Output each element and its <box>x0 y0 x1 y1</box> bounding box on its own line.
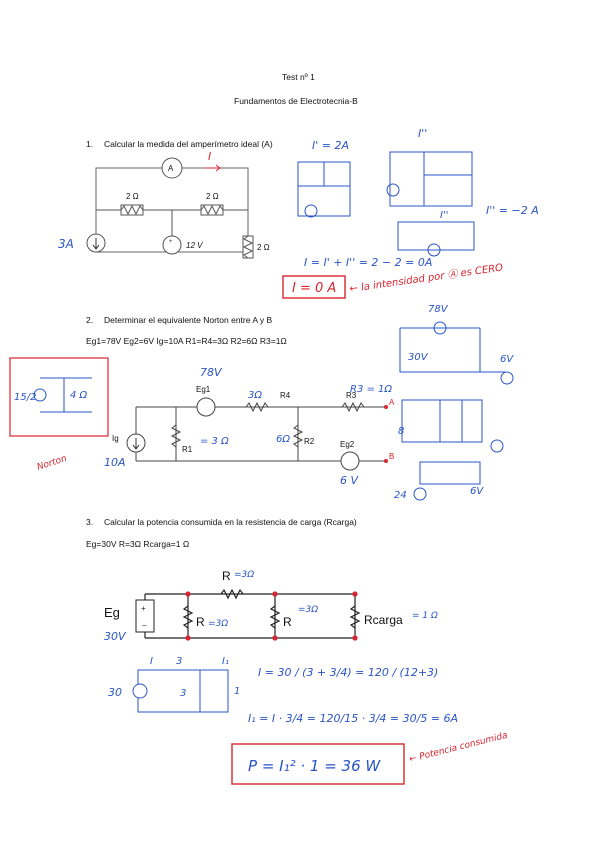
q3-r-top: R <box>222 569 231 583</box>
q1-ammeter-label: A <box>168 164 174 173</box>
q3-result-box <box>231 743 405 785</box>
q2-a: A <box>389 398 395 407</box>
q1-note-circuit-1 <box>297 161 351 218</box>
q2-r3: R3 <box>346 391 357 400</box>
q2-r4: R4 <box>280 391 291 400</box>
q1-r-right: 2 Ω <box>206 192 219 201</box>
q2-r4-val: 3Ω <box>248 390 262 401</box>
q3-rcarga-val: = 1 Ω <box>412 611 438 621</box>
svg-text:+: + <box>169 239 173 245</box>
q1-current-label: I <box>208 150 211 163</box>
q3-note-30: 30 <box>108 686 122 699</box>
q3-text: Calcular la potencia consumida en la res… <box>104 517 357 527</box>
q1-ammeter <box>161 157 183 179</box>
q2-note-24: 24 <box>394 490 407 501</box>
q2-number: 2. <box>86 315 94 325</box>
q3-r-mid2-val: =3Ω <box>298 605 318 615</box>
q2-eg1: Eg1 <box>196 385 211 394</box>
q3-eq2: I₁ = I · 3/4 = 120/15 · 3/4 = 30/5 = 6A <box>248 712 458 725</box>
q2-eg2: Eg2 <box>340 440 355 449</box>
q3-eg: Eg <box>104 605 120 620</box>
q2-note-6v-2: 6V <box>470 486 484 497</box>
q2-note-78v: 78V <box>428 304 449 315</box>
q3-note-I1: I₁ <box>222 656 229 667</box>
q2-terminal-a <box>384 405 388 409</box>
q2-norton-label: Norton <box>36 454 69 473</box>
q2-r2: R2 <box>304 437 315 446</box>
q3-eq1: I = 30 / (3 + 3/4) = 120 / (12+3) <box>258 666 438 679</box>
q2-ig-val: 10A <box>104 456 126 469</box>
q2-norton-box <box>9 357 109 437</box>
q3-note-3a: 3 <box>176 656 182 667</box>
q2-params: Eg1=78V Eg2=6V Ig=10A R1=R4=3Ω R2=6Ω R3=… <box>86 336 287 346</box>
q2-norton-circuit <box>33 377 92 413</box>
q1-r-left: 2 Ω <box>126 192 139 201</box>
q3-eq3: P = I₁² · 1 = 36 W <box>248 757 381 775</box>
q2-eg1-source <box>196 397 216 417</box>
q1-note-i2: I'' <box>418 127 427 140</box>
svg-text:+: + <box>141 604 146 613</box>
q1-note-sum: I = I' + I'' = 2 − 2 = 0A <box>304 256 432 269</box>
q2-r1: R1 <box>182 445 193 454</box>
q2-b: B <box>389 452 394 461</box>
q1-note-circuit-3 <box>397 221 475 257</box>
q1-r-vertical: 2 Ω <box>257 243 270 252</box>
q2-note-circuits <box>399 321 514 501</box>
q2-ig: Ig <box>112 434 119 443</box>
q3-rcarga: Rcarga <box>364 613 403 627</box>
q1-note-i1: I' = 2A <box>312 139 349 152</box>
q2-note-30v: 30V <box>408 352 429 363</box>
q3-r-top-val: =3Ω <box>234 570 254 580</box>
q3-note-I: I <box>150 656 153 667</box>
q2-r2-val: 6Ω <box>276 434 290 445</box>
q3-note-3b: 3 <box>180 688 186 699</box>
q1-voltage-source: + <box>162 235 182 255</box>
q3-eg-val: 30V <box>104 630 127 643</box>
q1-source-i: 3A <box>58 237 74 251</box>
q3-eq3-note: ← Potencia consumida <box>408 731 508 765</box>
q2-circuit <box>135 401 386 462</box>
q2-r1-val: = 3 Ω <box>200 436 229 447</box>
q3-nodes <box>185 591 358 641</box>
q3-r-mid1: R <box>196 615 205 629</box>
q2-terminal-b <box>384 459 388 463</box>
q1-result: I = 0 A <box>292 281 336 296</box>
q3-note-1: 1 <box>234 686 240 697</box>
q1-note-i3: I'' <box>440 210 448 221</box>
q3-circuit <box>144 588 361 639</box>
q2-text: Determinar el equivalente Norton entre A… <box>104 315 273 325</box>
q3-number: 3. <box>86 517 94 527</box>
q1-result-box <box>282 275 346 299</box>
q2-note-8: 8 <box>398 426 404 437</box>
page-title: Test nº 1 <box>282 72 315 82</box>
q1-current-source <box>86 233 106 253</box>
svg-text:−: − <box>142 621 147 630</box>
q1-number: 1. <box>86 139 94 149</box>
q2-note-6v: 6V <box>500 354 514 365</box>
q2-eg2-source <box>340 451 360 471</box>
q1-text: Calcular la medida del amperímetro ideal… <box>104 139 273 149</box>
q2-norton-r: 4 Ω <box>70 390 88 401</box>
q2-norton-i: 15/2 <box>14 392 36 403</box>
q1-note-circuit-2 <box>386 151 473 207</box>
q2-eg1-val: 78V <box>200 366 223 379</box>
q1-note-i2-value: I'' = −2 A <box>486 204 539 217</box>
q3-voltage-source: + − <box>135 599 155 633</box>
q2-r3-val: R3 = 1Ω <box>350 384 392 395</box>
q3-note-circuit <box>132 669 229 713</box>
q1-source-v: 12 V <box>186 241 203 250</box>
q3-r-mid1-val: =3Ω <box>208 619 228 629</box>
q3-r-mid2: R <box>283 615 292 629</box>
q2-ig-source <box>126 433 146 453</box>
page-subtitle: Fundamentos de Electrotecnia-B <box>234 96 358 106</box>
q3-params: Eg=30V R=3Ω Rcarga=1 Ω <box>86 539 190 549</box>
q2-eg2-val: 6 V <box>340 474 359 487</box>
